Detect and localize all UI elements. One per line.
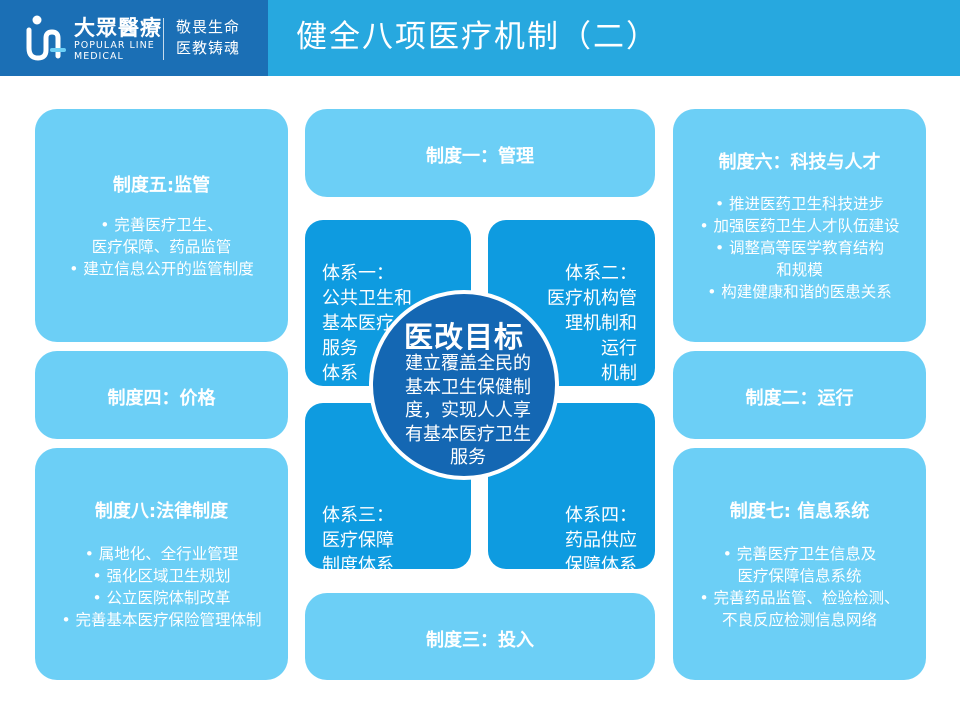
logo-name-cn: 大眾醫療 <box>74 16 162 40</box>
logo-name-en: POPULAR LINE MEDICAL <box>74 40 155 62</box>
bullet-item: • 属地化、全行业管理 <box>84 545 239 563</box>
pillar-1-text: 体系一： 公共卫生和 基本医疗 服务 体系 <box>322 263 412 384</box>
system-3-box: 制度三：投入 <box>305 593 655 680</box>
reform-goal-title: 医改目标 <box>403 320 524 354</box>
system-5-title: 制度五:监管 <box>112 175 211 196</box>
system-7-title: 制度七: 信息系统 <box>729 501 870 522</box>
system-7-bullets: • 完善医疗卫生信息及 医疗保障信息系统 • 完善药品监管、检验检测、 不良反应… <box>673 543 926 631</box>
header-bar: 大眾醫療 POPULAR LINE MEDICAL 敬畏生命 医教铸魂 健全八项… <box>0 0 960 76</box>
system-5-box: 制度五:监管 • 完善医疗卫生、 医疗保障、药品监管 • 建立信息公开的监管制度 <box>35 109 288 342</box>
bullet-item: • 强化区域卫生规划 <box>92 567 231 585</box>
system-6-title: 制度六：科技与人才 <box>718 152 881 173</box>
bullet-item: • 完善基本医疗保险管理体制 <box>61 611 262 629</box>
reform-goal-circle: 医改目标 建立覆盖全民的 基本卫生保健制 度，实现人人享 有基本医疗卫生 服务 <box>369 290 559 480</box>
system-4-box: 制度四：价格 <box>35 351 288 439</box>
system-7-box: 制度七: 信息系统 • 完善医疗卫生信息及 医疗保障信息系统 • 完善药品监管、… <box>673 448 926 680</box>
system-8-box: 制度八:法律制度 • 属地化、全行业管理 • 强化区域卫生规划 • 公立医院体制… <box>35 448 288 680</box>
bullet-item: • 公立医院体制改革 <box>92 589 231 607</box>
system-5-bullets: • 完善医疗卫生、 医疗保障、药品监管 • 建立信息公开的监管制度 <box>35 214 288 280</box>
system-2-title: 制度二：运行 <box>745 388 854 409</box>
system-6-bullets: • 推进医药卫生科技进步 • 加强医药卫生人才队伍建设 • 调整高等医学教育结构… <box>673 193 926 303</box>
system-8-bullets: • 属地化、全行业管理 • 强化区域卫生规划 • 公立医院体制改革 • 完善基本… <box>35 543 288 631</box>
system-1-box: 制度一：管理 <box>305 109 655 197</box>
page-title: 健全八项医疗机制（二） <box>296 19 659 55</box>
logo-icon <box>26 15 66 61</box>
system-8-title: 制度八:法律制度 <box>94 501 229 522</box>
system-2-box: 制度二：运行 <box>673 351 926 439</box>
logo-slogan: 敬畏生命 医教铸魂 <box>176 18 241 57</box>
system-1-title: 制度一：管理 <box>426 146 534 167</box>
bullet-item: • 推进医药卫生科技进步 <box>714 195 885 213</box>
bullet-item: • 构建健康和谐的医患关系 <box>707 283 892 301</box>
pillar-2-text: 体系二： 医疗机构管 理机制和 运行 机制 <box>547 263 637 384</box>
bullet-item: • 加强医药卫生人才队伍建设 <box>699 217 900 235</box>
bullet-item: • 调整高等医学教育结构 和规模 <box>714 239 885 279</box>
reform-goal-description: 建立覆盖全民的 基本卫生保健制 度，实现人人享 有基本医疗卫生 服务 <box>405 353 531 468</box>
pillar-4-text: 体系四： 药品供应 保障体系 <box>565 505 637 576</box>
system-4-title: 制度四：价格 <box>107 388 216 409</box>
pillar-3-text: 体系三： 医疗保障 制度体系 <box>322 505 394 576</box>
system-6-box: 制度六：科技与人才 • 推进医药卫生科技进步 • 加强医药卫生人才队伍建设 • … <box>673 109 926 342</box>
logo-divider <box>163 18 164 60</box>
bullet-item: • 完善药品监管、检验检测、 不良反应检测信息网络 <box>699 589 900 629</box>
logo-block: 大眾醫療 POPULAR LINE MEDICAL 敬畏生命 医教铸魂 <box>0 0 268 76</box>
bullet-item: • 完善医疗卫生、 医疗保障、药品监管 <box>91 216 232 256</box>
system-3-title: 制度三：投入 <box>426 630 534 651</box>
bullet-item: • 建立信息公开的监管制度 <box>69 260 254 278</box>
bullet-item: • 完善医疗卫生信息及 医疗保障信息系统 <box>722 545 877 585</box>
